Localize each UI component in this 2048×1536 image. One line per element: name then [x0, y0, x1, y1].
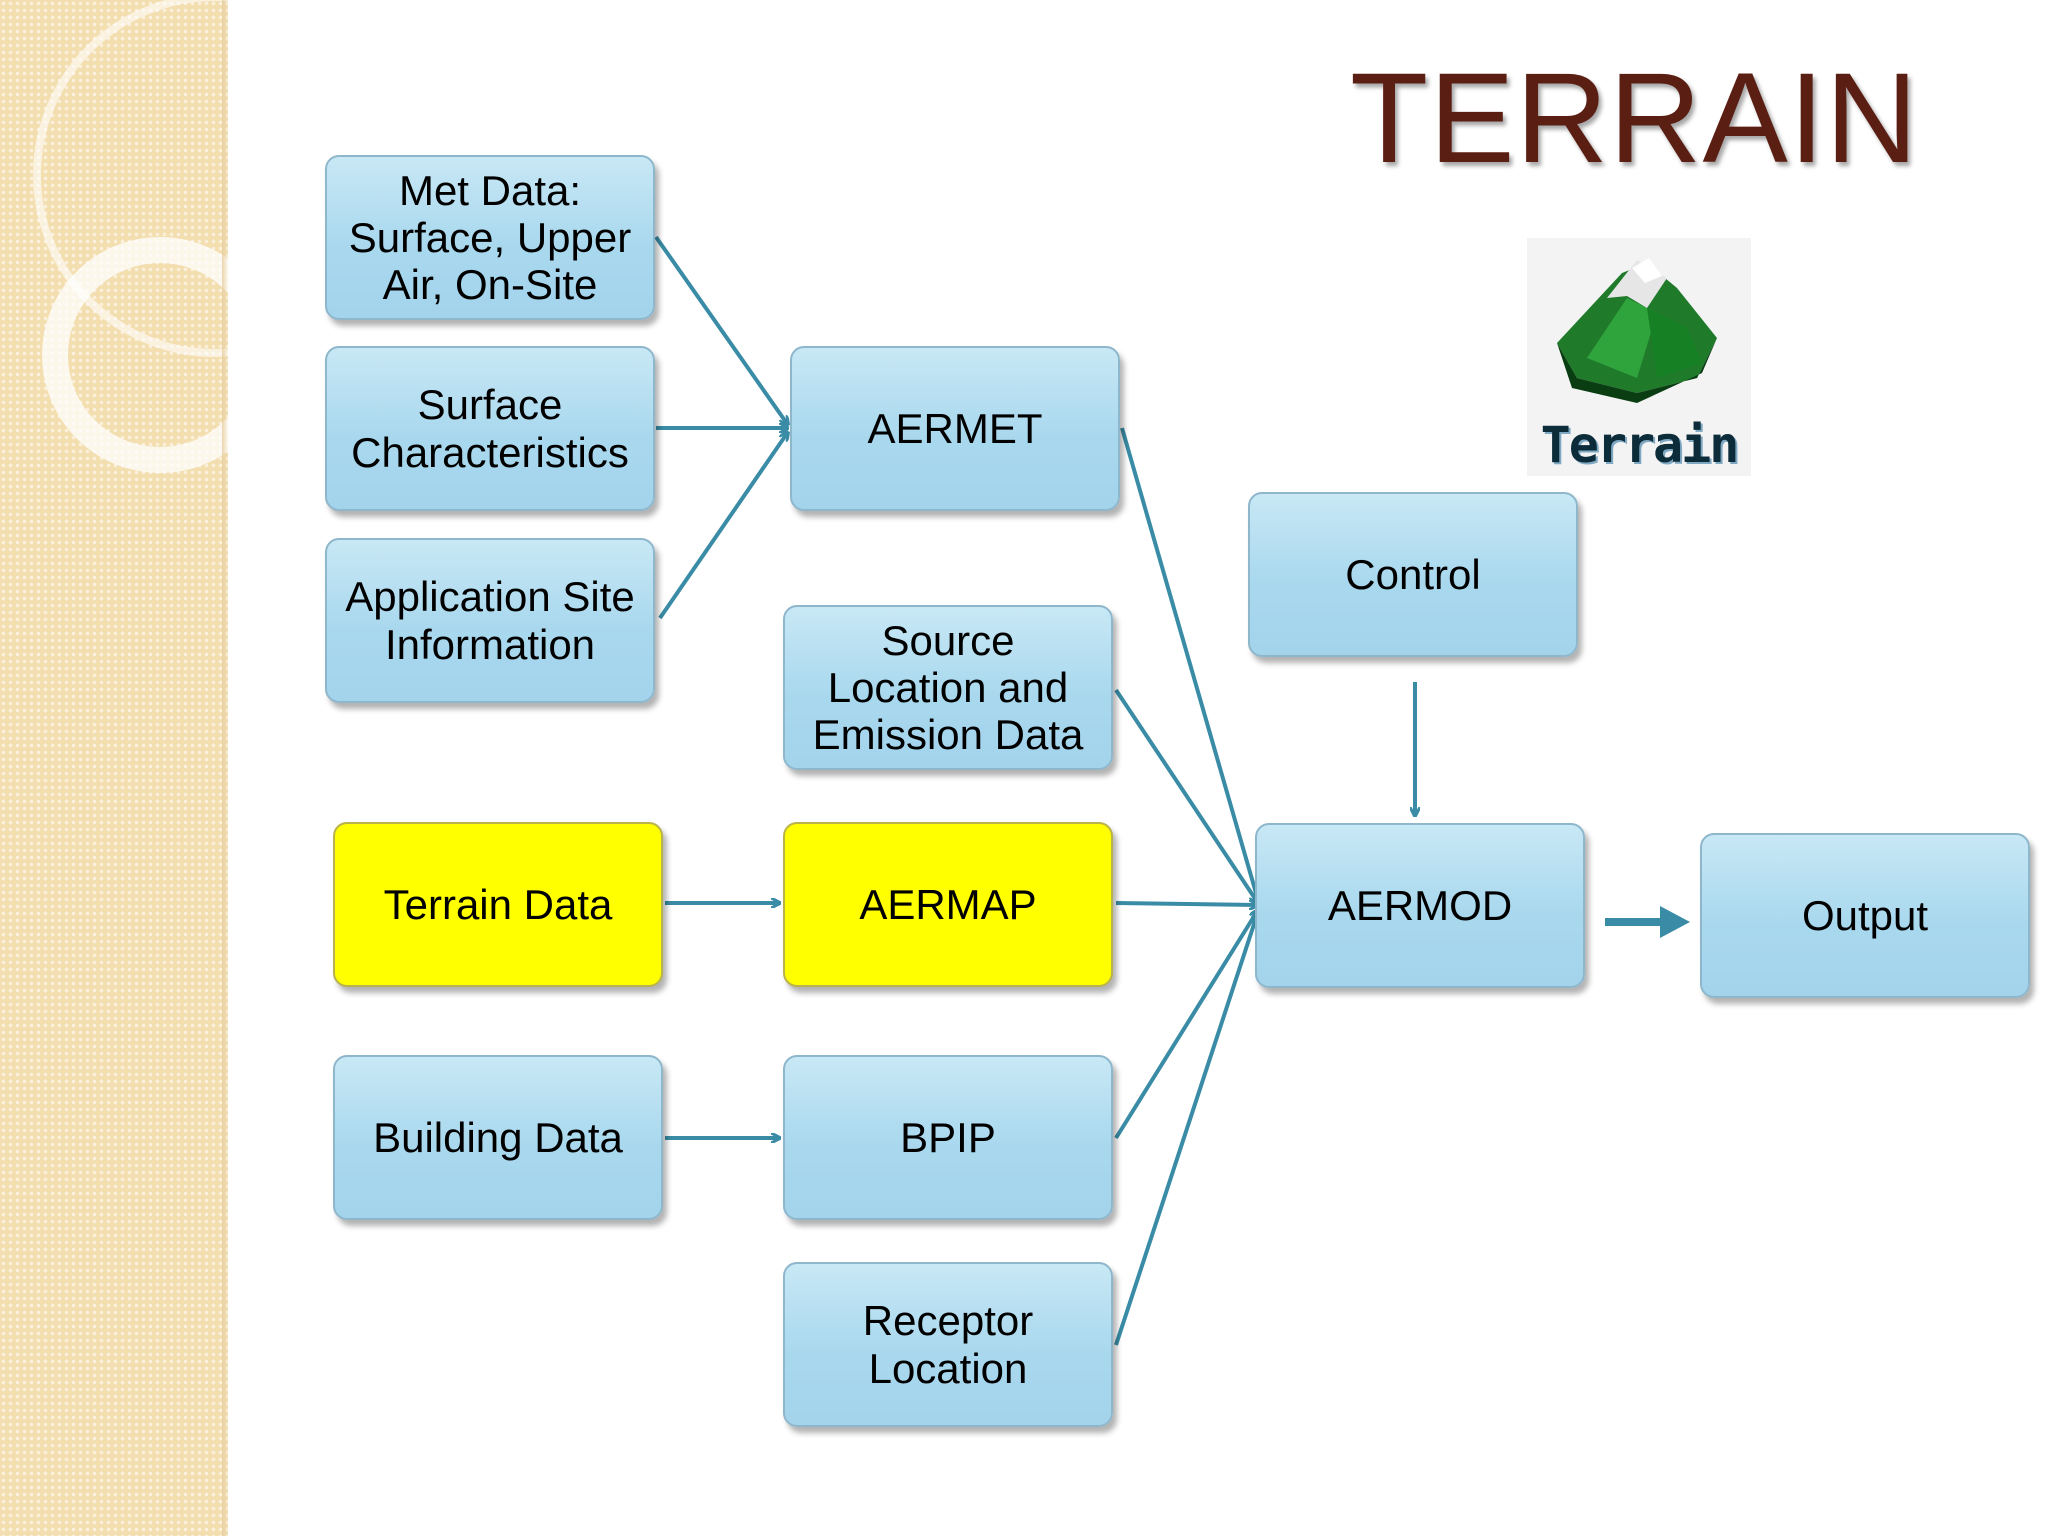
node-aermap: AERMAP: [783, 822, 1113, 987]
node-label: Application Site Information: [345, 573, 635, 668]
node-label: Building Data: [373, 1113, 623, 1161]
node-label: AERMET: [867, 404, 1043, 452]
node-label: AERMAP: [859, 880, 1037, 928]
arrow-receptor-to-aermod: [1114, 912, 1258, 1346]
node-label: Receptor Location: [862, 1297, 1034, 1392]
arrow-source-to-aermod: [1114, 688, 1258, 903]
node-label: Source Location and Emission Data: [812, 616, 1084, 759]
node-aermod: AERMOD: [1255, 823, 1585, 988]
sidebar-edge: [222, 0, 228, 1536]
arrow-appsite-to-aermet: [658, 432, 788, 620]
slide-title: TERRAIN: [1350, 47, 1919, 190]
node-label: Surface Characteristics: [351, 381, 629, 476]
terrain-icon-tile: Terrain: [1527, 238, 1751, 476]
decorative-sidebar: [0, 0, 228, 1536]
node-label: Output: [1801, 891, 1929, 939]
terrain-icon-label: Terrain: [1540, 416, 1740, 474]
node-control: Control: [1248, 492, 1578, 657]
arrow-aermod-to-output: [1605, 906, 1690, 938]
arrow-aermet-to-aermod: [1120, 427, 1258, 900]
node-label: Terrain Data: [383, 880, 613, 928]
terrain-mountain-icon: [1557, 258, 1717, 403]
node-label: Met Data: Surface, Upper Air, On-Site: [348, 166, 632, 309]
node-label: AERMOD: [1327, 881, 1513, 929]
arrow-aermap-to-aermod: [1115, 903, 1258, 905]
node-bpip: BPIP: [783, 1055, 1113, 1220]
arrow-met-to-aermet: [654, 235, 788, 425]
arrow-bpip-to-aermod: [1114, 910, 1258, 1140]
decorative-rings: [33, 0, 228, 473]
node-source-location: Source Location and Emission Data: [783, 605, 1113, 770]
node-building-data: Building Data: [333, 1055, 663, 1220]
node-terrain-data: Terrain Data: [333, 822, 663, 987]
node-met-data: Met Data: Surface, Upper Air, On-Site: [325, 155, 655, 320]
node-receptor-location: Receptor Location: [783, 1262, 1113, 1427]
node-aermet: AERMET: [790, 346, 1120, 511]
node-application-site: Application Site Information: [325, 538, 655, 703]
node-surface-characteristics: Surface Characteristics: [325, 346, 655, 511]
node-label: BPIP: [900, 1113, 996, 1161]
node-label: Control: [1345, 550, 1481, 598]
node-output: Output: [1700, 833, 2030, 998]
